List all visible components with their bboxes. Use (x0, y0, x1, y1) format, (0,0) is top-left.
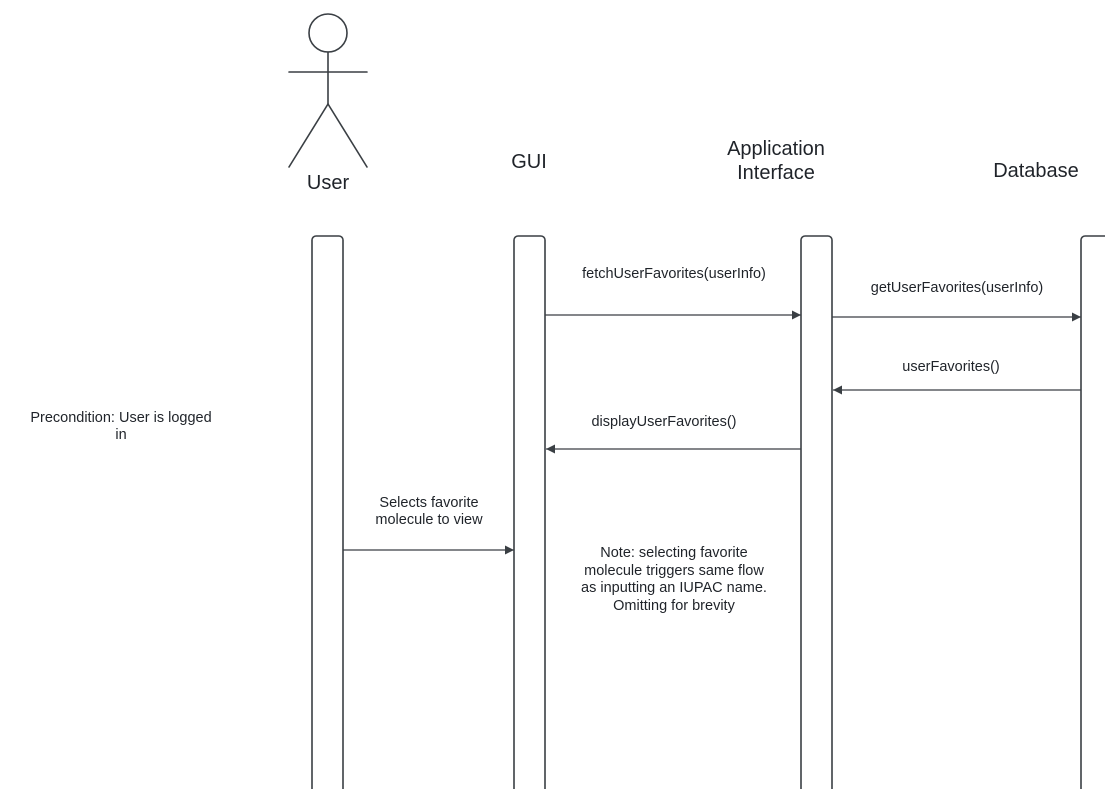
app-lifeline (800, 235, 833, 789)
participant-label-database: Database (993, 160, 1079, 182)
db-lifeline (1080, 235, 1105, 789)
actor-right-leg (327, 103, 368, 168)
actor-left-leg (288, 103, 329, 168)
participant-label-gui: GUI (511, 151, 547, 173)
gui-lifeline (513, 235, 546, 789)
precondition-text: Precondition: User is logged in (30, 410, 212, 444)
message-label-selects-favorite: Selects favorite molecule to view (375, 495, 483, 529)
message-label-user-favorites: userFavorites() (902, 359, 1000, 375)
message-label-display-user-favorites: displayUserFavorites() (591, 414, 737, 430)
user-lifeline (311, 235, 344, 789)
note-text: Note: selecting favorite molecule trigge… (581, 545, 767, 615)
participant-label-user: User (306, 172, 350, 194)
message-label-get-user-favorites: getUserFavorites(userInfo) (870, 280, 1044, 296)
participant-label-application-interface: Application Interface (727, 138, 825, 184)
message-label-fetch-user-favorites: fetchUserFavorites(userInfo) (582, 266, 766, 282)
user-actor-icon (288, 13, 368, 168)
actor-head (308, 13, 348, 53)
